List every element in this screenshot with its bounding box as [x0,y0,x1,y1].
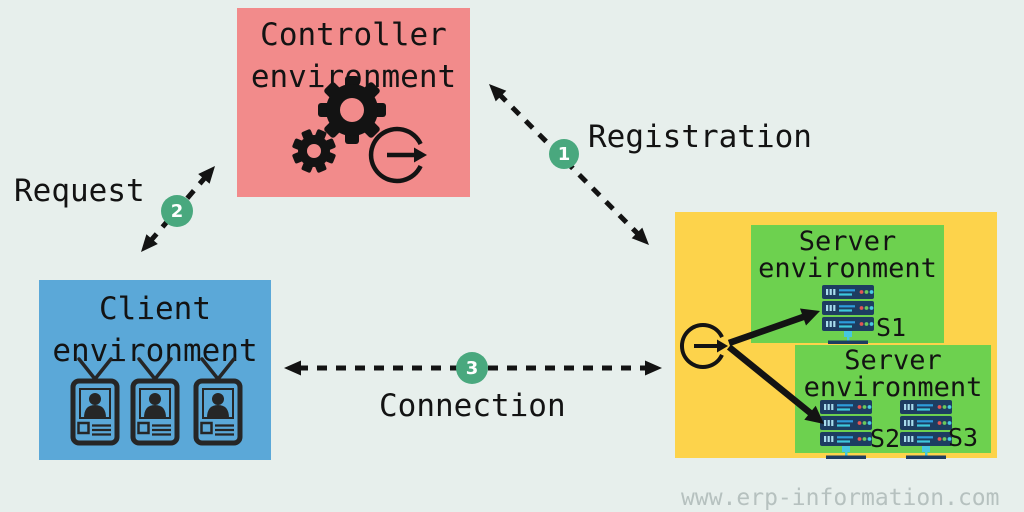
server-tag-s3: S3 [948,423,979,452]
connection-label: Connection [379,388,566,424]
request-label: Request [14,173,145,209]
step-badge-1: 1 [549,139,579,169]
server-tag-s1: S1 [876,313,907,342]
server2-title-line1: Server [844,345,942,376]
server1-title-line2: environment [758,253,937,284]
step-badge-2: 2 [161,195,193,227]
controller-environment-box: Controller environment [237,8,470,197]
client-environment-box: Client environment [39,280,271,460]
server-tag-s2: S2 [870,424,901,453]
server-environment-box-1: Server environment [751,225,944,343]
registration-label: Registration [588,119,812,155]
controller-title-line2: environment [250,59,457,95]
watermark-text: www.erp-information.com [681,485,1000,511]
server1-title-line1: Server [798,226,897,257]
controller-title-line1: Controller [260,17,447,53]
step-badge-3: 3 [456,352,488,384]
server2-title-line2: environment [803,372,983,403]
client-title-line2: environment [52,333,258,369]
client-title-line1: Client [99,291,211,327]
